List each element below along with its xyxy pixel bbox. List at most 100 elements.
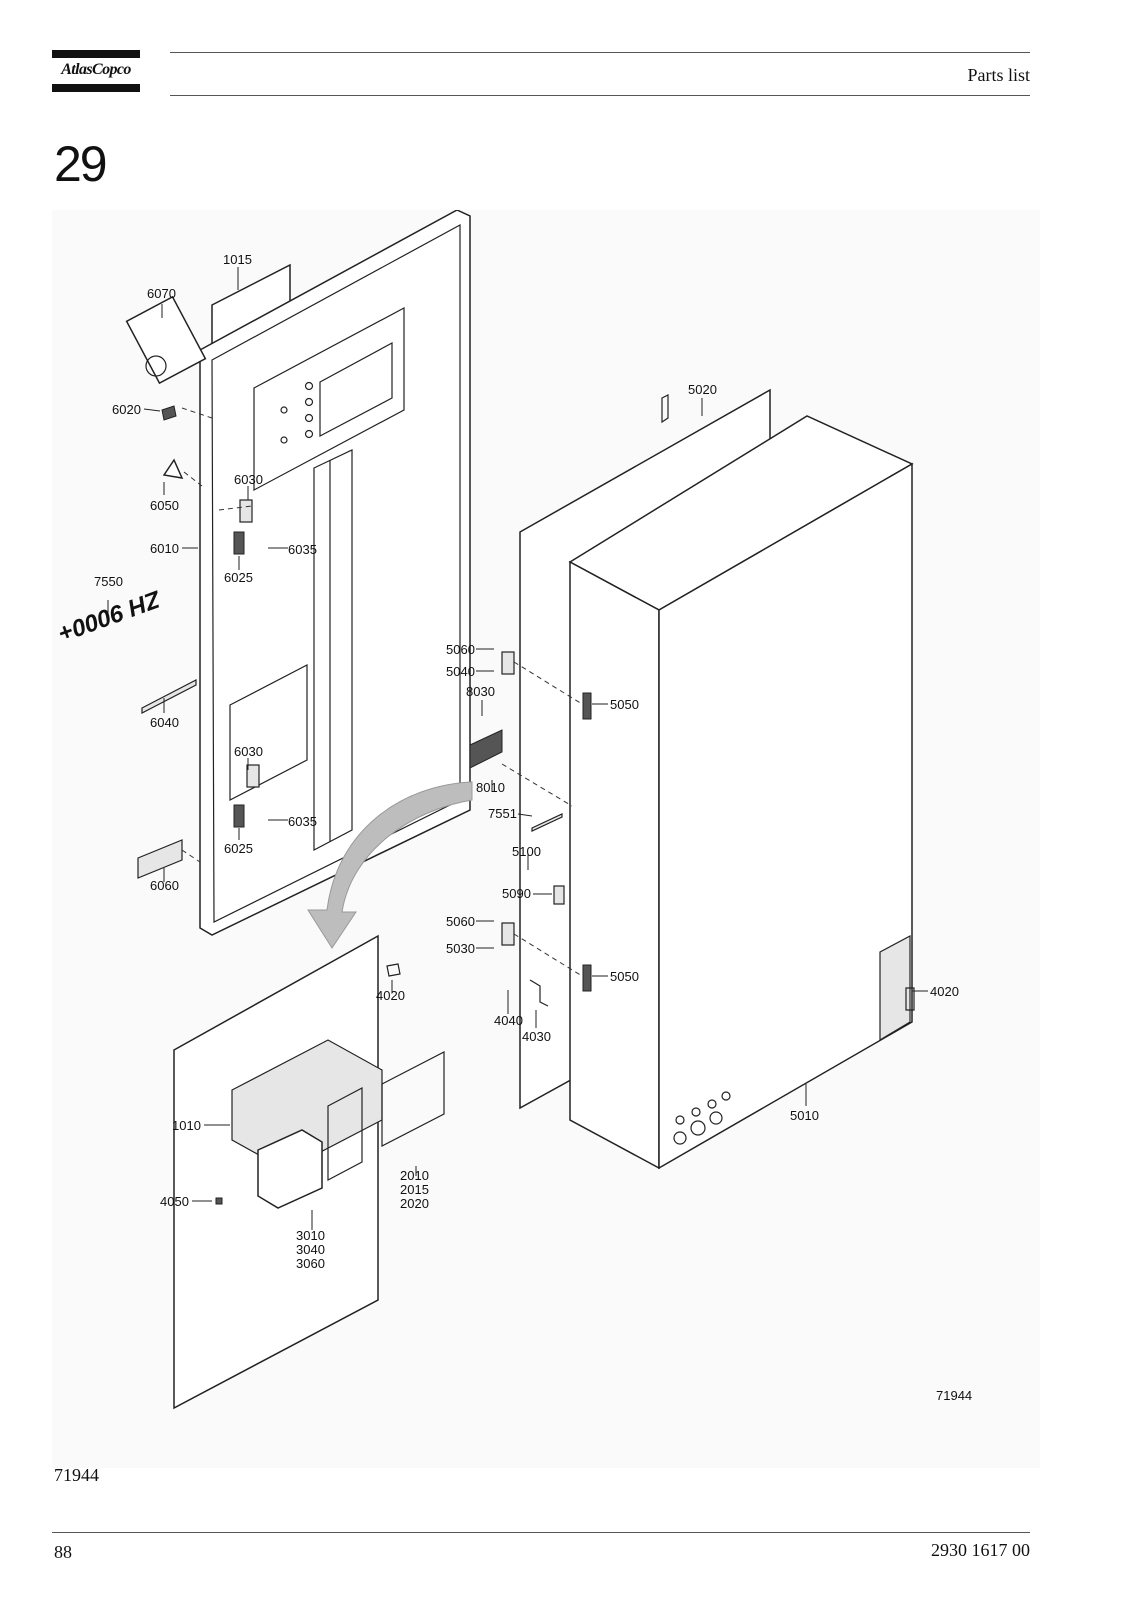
callout-4040: 4040	[494, 1013, 523, 1028]
assembly-line	[513, 933, 583, 977]
gland-hole	[675, 1115, 685, 1125]
leader-lines	[107, 267, 928, 1230]
callout-4050: 4050	[160, 1194, 189, 1209]
callout-5040: 5040	[446, 664, 475, 679]
callout-3040: 3040	[296, 1242, 325, 1257]
bracket-4030	[529, 979, 549, 1007]
filter-8010	[469, 729, 503, 769]
callout-4020-plate: 4020	[376, 988, 405, 1003]
callout-6040: 6040	[150, 715, 179, 730]
callout-5090: 5090	[502, 886, 531, 901]
callout-5060-lower: 5060	[446, 914, 475, 929]
callout-5050-lower: 5050	[610, 969, 639, 984]
callout-7551: 7551	[488, 806, 517, 821]
plate-5090	[553, 885, 565, 905]
callout-6035-upper: 6035	[288, 542, 317, 557]
gland-hole	[709, 1111, 723, 1125]
part-6020	[161, 405, 177, 421]
callout-6050: 6050	[150, 498, 179, 513]
callout-6010: 6010	[150, 541, 179, 556]
callout-5020: 5020	[688, 382, 717, 397]
control-decal-6070	[125, 295, 207, 385]
gland-hole	[707, 1099, 717, 1109]
assembly-line	[181, 849, 201, 863]
display-button	[280, 436, 288, 444]
cabinet-body-side	[569, 560, 660, 1170]
assembly-line	[501, 763, 573, 807]
screw-4020a	[386, 963, 401, 977]
assembly-arrow	[307, 781, 473, 949]
header-rule-bottom	[170, 95, 1030, 96]
assembly-line	[513, 661, 583, 705]
display-button	[304, 397, 314, 407]
contactor-row	[327, 1087, 363, 1181]
figure-number-inside: 71944	[936, 1388, 972, 1403]
callout-3060: 3060	[296, 1256, 325, 1271]
callout-6020: 6020	[112, 402, 141, 417]
callout-2015: 2015	[400, 1182, 429, 1197]
callout-6035-lower: 6035	[288, 814, 317, 829]
latch-5050a	[582, 692, 592, 720]
callout-5060-upper: 5060	[446, 642, 475, 657]
display-bezel	[253, 307, 405, 491]
section-title: Parts list	[967, 65, 1030, 85]
callout-6025-upper: 6025	[224, 570, 253, 585]
strip-6040	[141, 679, 197, 714]
hinge-6030a	[239, 499, 253, 523]
gland-hole	[721, 1091, 731, 1101]
callout-5050-upper: 5050	[610, 697, 639, 712]
gland-hole	[691, 1107, 701, 1117]
callout-8030: 8030	[466, 684, 495, 699]
display-button	[304, 429, 314, 439]
contactor-row	[381, 1051, 445, 1147]
decal-dial	[145, 355, 167, 377]
callout-5100: 5100	[512, 844, 541, 859]
logo-wordmark: AtlasCopco	[61, 61, 131, 78]
door-panel	[199, 210, 471, 936]
display-screen	[319, 341, 393, 437]
cabinet-body-front	[658, 462, 913, 1170]
power-module	[257, 1129, 323, 1209]
callout-4030: 4030	[522, 1029, 551, 1044]
callout-6060: 6060	[150, 878, 179, 893]
callout-6030-upper: 6030	[234, 472, 263, 487]
part-4050	[215, 1197, 223, 1205]
hinge-5030	[501, 922, 515, 946]
hinge-5040	[501, 651, 515, 675]
page-number: 88	[54, 1542, 72, 1562]
callout-2010: 2010	[400, 1168, 429, 1183]
document-number: 2930 1617 00	[931, 1540, 1030, 1560]
callout-2020: 2020	[400, 1196, 429, 1211]
label-6060	[137, 839, 183, 879]
logo-bar-bottom	[52, 84, 140, 92]
strip-7551	[531, 813, 563, 832]
callout-6025-lower: 6025	[224, 841, 253, 856]
callout-1010: 1010	[172, 1118, 201, 1133]
callout-5010: 5010	[790, 1108, 819, 1123]
gland-hole	[690, 1120, 706, 1136]
lower-bracket	[229, 664, 308, 801]
callout-4020-cabinet: 4020	[930, 984, 959, 999]
header-rule-top	[170, 52, 1030, 53]
footer-rule	[52, 1532, 1030, 1533]
clip-5020	[661, 394, 669, 424]
hinge-6025b	[233, 804, 245, 828]
callout-3010: 3010	[296, 1228, 325, 1243]
screw-4020b	[905, 987, 915, 1011]
decal-7550-text: ZH 9000+	[55, 584, 165, 646]
display-button	[304, 381, 314, 391]
display-button	[280, 406, 288, 414]
figure-number: 71944	[54, 1465, 99, 1485]
callout-8010: 8010	[476, 780, 505, 795]
callout-6070: 6070	[147, 286, 176, 301]
hinge-6030b	[246, 764, 260, 788]
chapter-number: 29	[54, 136, 108, 192]
cable-channel	[313, 449, 353, 851]
logo-bar-top	[52, 50, 140, 58]
latch-5050b	[582, 964, 592, 992]
drawing-svg: 1015 6070 6020 6050 6010 6030 6025 6035 …	[55, 210, 972, 1410]
cabinet-cutaway	[879, 935, 911, 1042]
atlas-copco-logo: AtlasCopco	[52, 48, 140, 94]
assembly-line	[183, 471, 203, 487]
exploded-parts-drawing: 1015 6070 6020 6050 6010 6030 6025 6035 …	[52, 210, 1040, 1468]
